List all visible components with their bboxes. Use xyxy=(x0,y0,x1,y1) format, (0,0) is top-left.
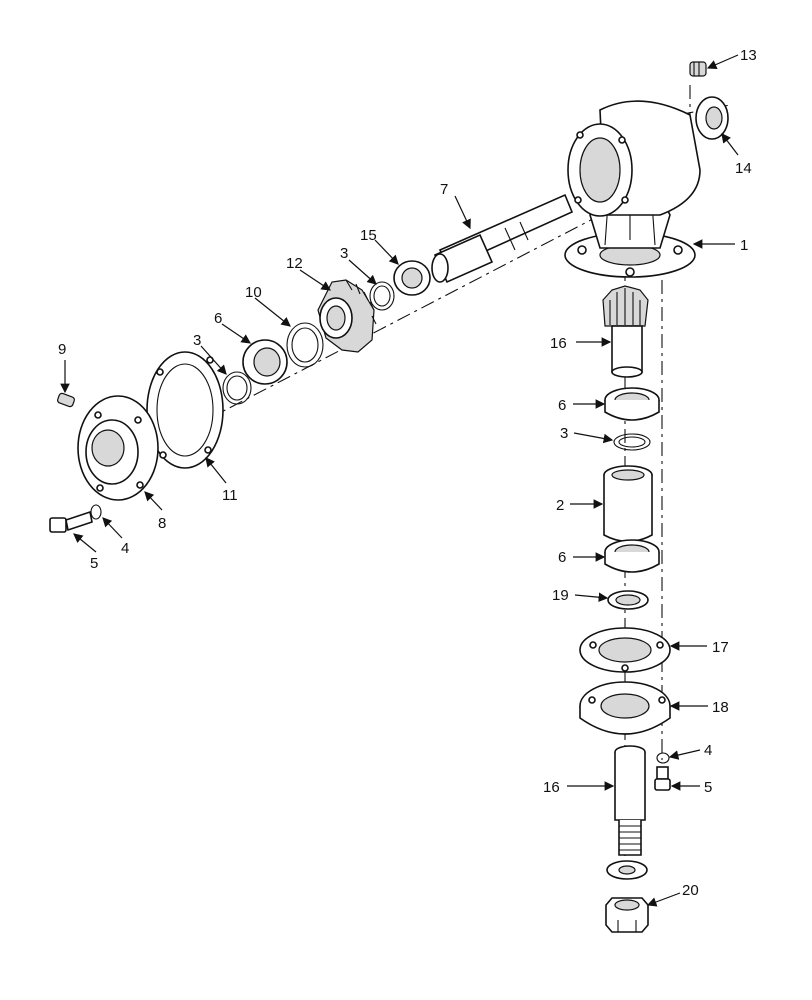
oil-seal-top xyxy=(695,96,729,140)
snap-ring-upper xyxy=(369,281,395,311)
bearing-vertical-lower xyxy=(604,539,660,573)
callout-leaders xyxy=(60,54,739,907)
seal-lower xyxy=(607,590,649,610)
bolt-right xyxy=(654,766,671,791)
bearing-vertical-upper xyxy=(604,387,660,421)
snap-ring-vertical xyxy=(613,433,651,451)
spacer-sleeve xyxy=(603,465,653,543)
callout-20: 20 xyxy=(682,882,699,899)
callout-9: 9 xyxy=(58,341,66,358)
callout-8: 8 xyxy=(158,515,166,532)
callout-2: 2 xyxy=(556,497,564,514)
callout-16-lower: 16 xyxy=(543,779,560,796)
bearing-cap xyxy=(77,395,159,501)
callout-12: 12 xyxy=(286,255,303,272)
callout-6-mid: 6 xyxy=(558,397,566,414)
callout-5-left: 5 xyxy=(90,555,98,572)
retainer-plate xyxy=(579,627,671,673)
snap-ring-horizontal xyxy=(222,371,252,405)
callout-10: 10 xyxy=(245,284,262,301)
callout-labels: 13 14 1 7 15 3 12 10 6 3 9 11 8 4 5 16 6… xyxy=(58,47,757,899)
callout-7: 7 xyxy=(440,181,448,198)
output-shaft xyxy=(614,745,646,856)
lock-washer-right xyxy=(656,752,670,764)
retaining-ring xyxy=(286,322,324,368)
input-shaft xyxy=(431,193,574,284)
pinion-shaft-upper xyxy=(602,285,649,378)
gasket xyxy=(146,351,224,469)
flat-washer xyxy=(606,860,648,880)
callout-19: 19 xyxy=(552,587,569,604)
callout-16-upper: 16 xyxy=(550,335,567,352)
callout-13: 13 xyxy=(740,47,757,64)
callout-14: 14 xyxy=(735,160,752,177)
plug xyxy=(689,61,707,77)
flange xyxy=(579,681,671,735)
callout-4-left: 4 xyxy=(121,540,129,557)
callout-11: 11 xyxy=(222,487,238,504)
callout-6-upper: 6 xyxy=(214,310,222,327)
callout-1: 1 xyxy=(740,237,748,254)
callout-15: 15 xyxy=(360,227,377,244)
gearbox-housing xyxy=(564,100,701,278)
callout-17: 17 xyxy=(712,639,729,656)
lock-washer-left xyxy=(90,504,102,520)
bolt-left xyxy=(49,510,93,533)
callout-3-upper: 3 xyxy=(340,245,348,262)
bearing-horizontal xyxy=(242,339,288,385)
castle-nut xyxy=(605,897,649,933)
callout-4-right: 4 xyxy=(704,742,712,759)
callout-18: 18 xyxy=(712,699,729,716)
grease-fitting xyxy=(57,392,75,408)
callout-3-mid: 3 xyxy=(193,332,201,349)
callout-3-lower: 3 xyxy=(560,425,568,442)
bevel-gear xyxy=(317,279,377,353)
callout-6-lower: 6 xyxy=(558,549,566,566)
callout-5-right: 5 xyxy=(704,779,712,796)
bearing-small xyxy=(393,260,431,296)
